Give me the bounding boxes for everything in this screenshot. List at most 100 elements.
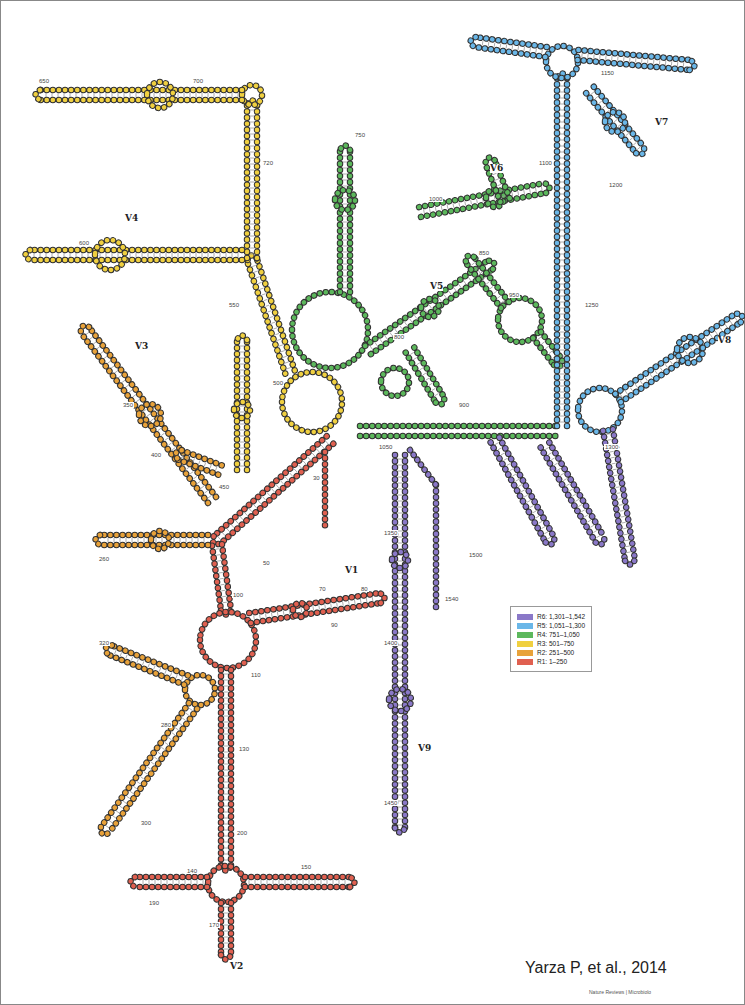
position-number: 1540 [444, 596, 459, 602]
base-pair [208, 93, 209, 97]
position-number: 350 [122, 402, 134, 408]
base-pair [560, 338, 564, 339]
hairpin-cap [395, 828, 405, 833]
base-pair [165, 670, 166, 674]
legend-text: R4: 751–1,050 [537, 631, 580, 638]
internal-loop [139, 404, 161, 426]
base-pair [182, 454, 183, 458]
base-pair [398, 459, 402, 460]
base-pair [578, 505, 581, 507]
legend-box: R6: 1,301–1,542R5: 1,051–1,300R4: 751–1,… [510, 606, 592, 672]
internal-loop [282, 372, 342, 432]
base-pair [625, 540, 629, 542]
internal-loop [242, 85, 262, 105]
base-pair [517, 191, 519, 195]
base-pair [429, 383, 432, 385]
internal-loop [389, 689, 411, 711]
base-pair [267, 493, 270, 496]
base-pair [186, 538, 187, 542]
helix-strand [228, 670, 235, 866]
position-number: 150 [300, 864, 312, 870]
base-pair [398, 735, 402, 736]
helix-strand [466, 263, 501, 308]
base-pair [593, 54, 594, 58]
internal-loop [200, 612, 256, 668]
helix-strand [40, 88, 242, 93]
helix-strand [218, 670, 225, 866]
helix-strand [414, 347, 444, 397]
helix-strand [578, 60, 690, 70]
base-pair [343, 162, 347, 163]
helix-strand [214, 436, 327, 536]
base-pair [254, 271, 258, 272]
helix-strand [229, 903, 234, 955]
base-pair [398, 663, 402, 664]
base-pair [290, 473, 293, 476]
base-pair [624, 534, 628, 536]
base-pair [354, 600, 356, 604]
base-pair [258, 501, 261, 504]
hairpin-cap [221, 955, 231, 960]
base-pair [454, 288, 456, 291]
base-pair [343, 276, 347, 277]
base-pair [34, 253, 35, 257]
base-pair [635, 58, 636, 62]
base-pair [640, 381, 642, 384]
position-number: 750 [354, 132, 366, 138]
base-pair [160, 93, 161, 97]
base-pair [398, 519, 402, 520]
position-number: 200 [236, 830, 248, 836]
helix-strand [347, 150, 354, 292]
base-pair [476, 199, 478, 203]
base-pair [64, 253, 65, 257]
base-pair [155, 880, 156, 884]
base-pair [398, 795, 402, 796]
base-pair [220, 253, 221, 257]
base-pair [224, 794, 228, 795]
base-pair [343, 258, 347, 259]
base-pair [52, 93, 53, 97]
hairpin-cap [131, 877, 136, 887]
base-pair [127, 796, 130, 798]
internal-loop [151, 531, 169, 549]
base-pair [410, 352, 413, 354]
base-pair [261, 880, 262, 884]
base-pair [178, 253, 179, 257]
base-pair [560, 218, 564, 219]
helix-strand [594, 87, 644, 147]
base-pair [186, 713, 189, 715]
helix-strand [615, 314, 735, 394]
base-pair [253, 615, 255, 619]
base-pair [224, 919, 228, 920]
base-pair [517, 46, 519, 50]
base-pair [275, 333, 279, 334]
base-pair [623, 57, 624, 61]
base-pair [417, 363, 420, 365]
helix-strand [245, 875, 350, 880]
base-pair [224, 830, 228, 831]
base-pair [272, 489, 275, 492]
base-pair [172, 253, 173, 257]
base-pair [224, 728, 228, 729]
base-pair [220, 578, 224, 580]
base-pair [584, 515, 587, 517]
base-pair [236, 521, 239, 524]
base-pair [118, 375, 121, 377]
base-pair [398, 729, 402, 730]
base-pair [647, 59, 648, 63]
base-pair [398, 537, 402, 538]
base-pair [224, 824, 228, 825]
base-pair [500, 44, 502, 48]
hairpin-cap [221, 955, 231, 960]
base-pair [590, 525, 593, 527]
hairpin-cap [379, 593, 384, 603]
base-pair [677, 62, 678, 66]
base-pair [494, 291, 497, 293]
base-pair [148, 253, 149, 257]
base-pair [560, 362, 564, 363]
base-pair [398, 495, 402, 496]
base-pair [250, 212, 254, 213]
base-pair [560, 140, 564, 141]
base-pair [255, 880, 256, 884]
base-pair [268, 311, 272, 312]
